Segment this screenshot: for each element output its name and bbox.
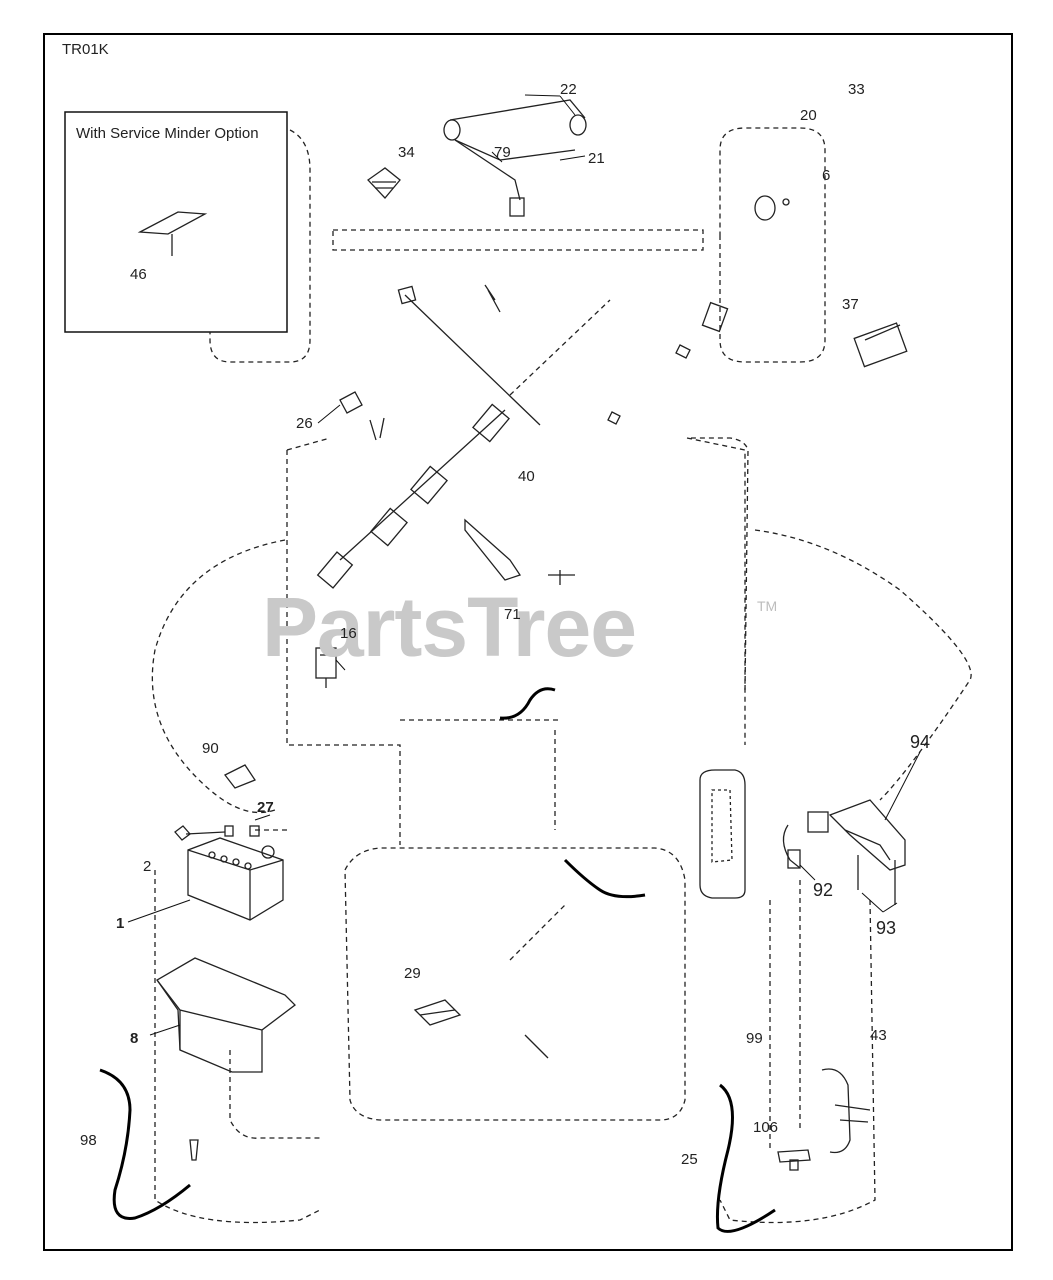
callout-2: 2 [143, 858, 152, 875]
callout-98: 98 [80, 1132, 97, 1149]
callout-79: 79 [494, 144, 511, 161]
part-center-cable [563, 858, 646, 899]
part-16-switch [315, 647, 337, 688]
diagram-code: TR01K [62, 41, 109, 58]
leader-lines [127, 94, 921, 1036]
callout-93: 93 [876, 918, 897, 938]
part-bolt-top [675, 344, 691, 359]
part-25-cable [715, 1083, 776, 1233]
part-bolt-left [189, 1139, 199, 1161]
part-small-nut [607, 411, 621, 425]
part-46-reminder-label [137, 211, 208, 256]
part-center-rod [524, 1034, 549, 1059]
callout-33: 33 [848, 81, 865, 98]
callout-26: 26 [296, 415, 313, 432]
part-94-ignition-switch [807, 799, 906, 905]
callout-25: 25 [681, 1151, 698, 1168]
part-98-solenoid [821, 1068, 851, 1154]
dashed-outlines [151, 127, 972, 1224]
part-bolt-a [484, 284, 501, 313]
trademark: TM [757, 598, 778, 614]
callout-20: 20 [800, 107, 817, 124]
callout-27: 27 [257, 799, 274, 816]
callout-43: 43 [870, 1027, 887, 1044]
callout-40: 40 [518, 468, 535, 485]
watermark: PartsTree [262, 580, 637, 674]
callout-94: 94 [910, 732, 931, 752]
part-99-cable-left [99, 1068, 191, 1220]
part-26-pin [369, 417, 385, 441]
callout-90: 90 [202, 740, 219, 757]
part-1-battery [187, 837, 284, 921]
callout-71: 71 [504, 606, 521, 623]
callout-106: 106 [753, 1119, 779, 1136]
part-71-bracket [548, 570, 575, 585]
part-37-relay [853, 322, 908, 368]
callout-21: 21 [588, 150, 605, 167]
callout-6: 6 [822, 167, 831, 184]
callout-99: 99 [746, 1030, 763, 1047]
part-hood-panel [699, 769, 746, 899]
inset-title: With Service Minder Option [76, 125, 259, 142]
part-22-79-21-harness [443, 99, 587, 217]
callout-1: 1 [116, 915, 125, 932]
part-90-clip [224, 764, 256, 789]
callout-46: 46 [130, 266, 147, 283]
part-connector-top [397, 285, 417, 305]
callout-37: 37 [842, 296, 859, 313]
part-2-bolt [174, 825, 260, 841]
part-26-clip [339, 391, 363, 414]
callout-8: 8 [130, 1030, 139, 1047]
part-ground-wire [499, 687, 556, 720]
part-29-connector [413, 999, 462, 1026]
callout-29: 29 [404, 965, 421, 982]
part-106-clamp [777, 1149, 811, 1171]
callout-92: 92 [813, 880, 834, 900]
callout-22: 22 [560, 81, 577, 98]
part-40-harness-assembly [316, 403, 522, 589]
part-34-connector [367, 167, 401, 199]
part-switch-top [701, 301, 729, 333]
part-92-wire [782, 824, 801, 869]
inset-box [64, 111, 288, 333]
part-92-plug [787, 849, 801, 869]
callout-16: 16 [340, 625, 357, 642]
part-8-battery-tray [156, 957, 296, 1073]
harness-wire [404, 294, 541, 426]
diagram-frame [43, 33, 1013, 1251]
callout-34: 34 [398, 144, 415, 161]
part-20-fuse [754, 195, 790, 221]
